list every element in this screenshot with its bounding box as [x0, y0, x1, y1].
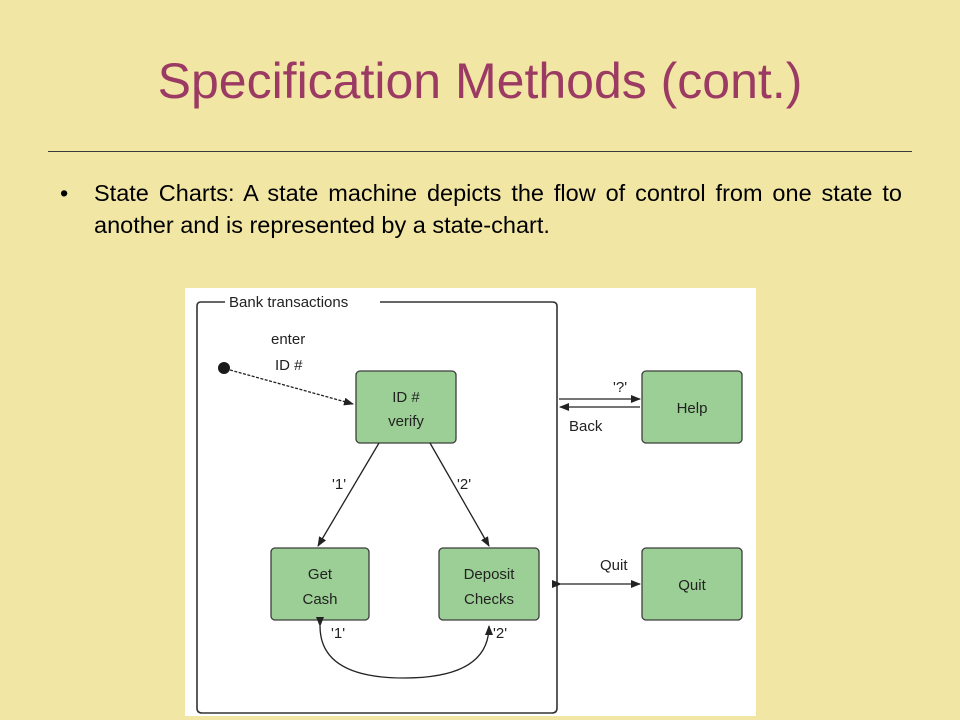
- state-get-cash-line2: Cash: [302, 591, 337, 608]
- state-quit-label: Quit: [678, 577, 706, 594]
- initial-state-dot: [218, 362, 230, 374]
- title-divider: [48, 151, 912, 152]
- state-help-label: Help: [677, 400, 708, 417]
- state-get-cash-line1: Get: [308, 566, 333, 583]
- bullet-marker: •: [60, 180, 69, 206]
- start-label-line2: ID #: [275, 357, 303, 374]
- loop-arc: [315, 616, 493, 679]
- statechart-diagram: Bank transactions enter ID # ID # verify…: [185, 288, 756, 716]
- state-deposit-checks: Deposit Checks: [438, 547, 540, 621]
- statechart-svg: Bank transactions enter ID # ID # verify…: [196, 294, 743, 714]
- state-id-verify-line1: ID #: [392, 389, 420, 406]
- slide-title: Specification Methods (cont.): [157, 53, 803, 109]
- transition-label-1: '1': [332, 476, 346, 493]
- state-deposit-checks-line2: Checks: [464, 591, 514, 608]
- start-label-line1: enter: [271, 331, 305, 348]
- container-frame: [196, 301, 558, 714]
- transition-label-2: '2': [457, 476, 471, 493]
- transition-arrow-1: [317, 442, 380, 547]
- start-transition-arrow: [229, 369, 354, 406]
- state-id-verify: ID # verify: [355, 370, 457, 444]
- state-get-cash: Get Cash: [270, 547, 370, 621]
- state-quit: Quit: [641, 547, 743, 621]
- back-arrow-label: Back: [569, 418, 603, 435]
- transition-arrow-2: [429, 442, 490, 547]
- quit-arrow-label: Quit: [600, 557, 628, 574]
- state-help: Help: [641, 370, 743, 444]
- container-label: Bank transactions: [229, 294, 348, 311]
- bullet-text: State Charts: A state machine depicts th…: [94, 180, 902, 238]
- state-deposit-checks-line1: Deposit: [464, 566, 516, 583]
- loop-label-right: '2': [493, 625, 507, 642]
- help-arrow-label: '?': [613, 379, 627, 396]
- state-id-verify-line2: verify: [388, 413, 424, 430]
- bullet-item: • State Charts: A state machine depicts …: [60, 177, 902, 241]
- loop-label-left: '1': [331, 625, 345, 642]
